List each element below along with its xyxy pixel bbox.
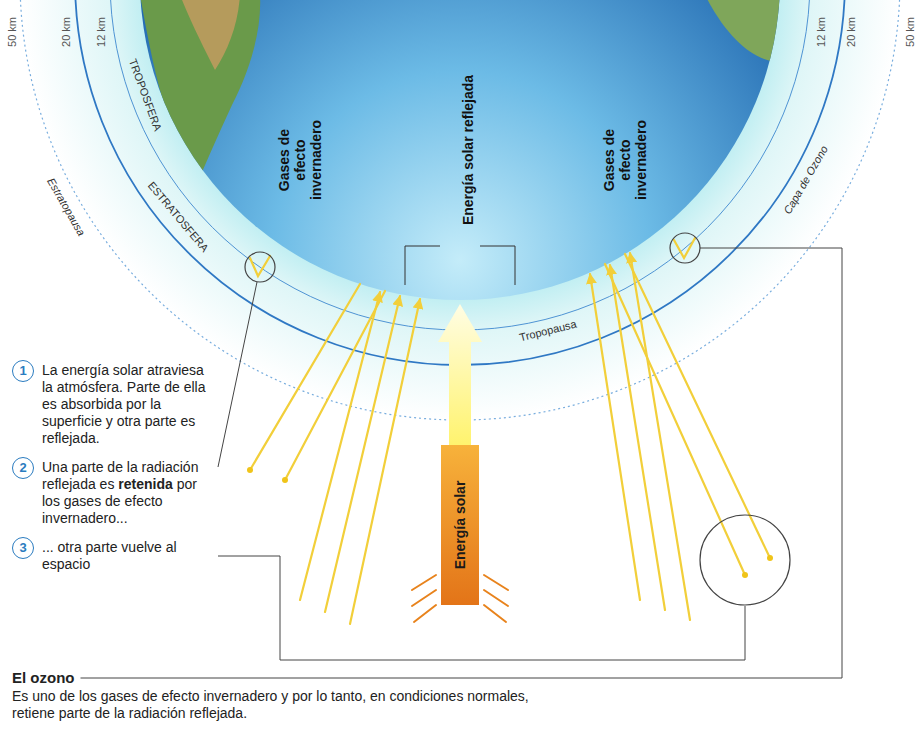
escape-circle	[700, 515, 790, 605]
ozone-note-body: Es uno de los gases de efecto invernader…	[12, 688, 572, 722]
note-text: La energía solar atraviesa la atmósfera.…	[42, 362, 205, 446]
sun-ray	[414, 605, 436, 622]
callout-note: Una parte de la radiación reflejada es r…	[42, 459, 214, 527]
altitude-label: 50 km	[6, 17, 19, 47]
ozone-note-heading: El ozono	[12, 669, 75, 687]
leader-line	[218, 556, 745, 660]
callout-number-text: 2	[19, 460, 26, 475]
ray-dot	[742, 572, 748, 578]
altitude-label: 20 km	[60, 17, 73, 47]
gas-label: Gases de efecto invernadero	[601, 114, 649, 206]
incoming-ray	[350, 299, 420, 624]
callout-number: 1	[12, 360, 34, 382]
gas-label: Gases de efecto invernadero	[276, 114, 324, 206]
sun-ray	[412, 590, 436, 606]
ray-ends	[247, 467, 773, 578]
solar-energy-bar: Energía solar	[441, 445, 479, 605]
ozone-circle	[670, 233, 700, 263]
solar-energy-text: Energía solar	[452, 481, 468, 570]
ray-dot	[282, 477, 288, 483]
callout-number: 2	[12, 457, 34, 479]
africa	[705, 0, 790, 62]
emphasis-text: retenida	[118, 476, 172, 492]
note-text: ... otra parte vuelve al espacio	[42, 539, 177, 572]
incoming-ray	[630, 253, 690, 620]
reflected-ray	[625, 254, 770, 558]
earth	[140, 0, 780, 300]
retained-ray	[674, 238, 695, 258]
reflected-energy-label: Energía solar reflejada	[460, 75, 476, 225]
altitude-label: 12 km	[95, 17, 108, 47]
tropopause-line	[110, 0, 810, 330]
retention-circle	[245, 252, 275, 282]
incoming-ray	[300, 292, 380, 600]
callout-number-text: 3	[19, 540, 26, 555]
callout-note: La energía solar atraviesa la atmósfera.…	[42, 362, 214, 447]
reflected-ray	[605, 264, 745, 575]
altitude-label: 50 km	[904, 17, 917, 47]
ray-dot	[767, 555, 773, 561]
leader-line	[218, 282, 257, 467]
sun-ray	[484, 605, 506, 622]
reflected-bracket	[405, 246, 515, 285]
incoming-ray	[610, 265, 665, 610]
sun-ray	[412, 575, 436, 590]
south-america	[140, 0, 260, 195]
reflected-ray	[285, 291, 385, 480]
retained-ray	[250, 256, 270, 276]
solar-beam-arrow	[438, 304, 482, 445]
sun-ray	[484, 575, 508, 590]
callout-number-text: 1	[19, 363, 26, 378]
altitude-label: 12 km	[815, 17, 828, 47]
sun-ray	[484, 590, 508, 606]
callout-number: 3	[12, 537, 34, 559]
land-relief	[180, 0, 240, 70]
ray-dot	[247, 467, 253, 473]
solar-rays	[250, 238, 770, 624]
altitude-label: 20 km	[845, 17, 858, 47]
callout-note: ... otra parte vuelve al espacio	[42, 539, 214, 573]
zoom-circles	[245, 233, 790, 605]
